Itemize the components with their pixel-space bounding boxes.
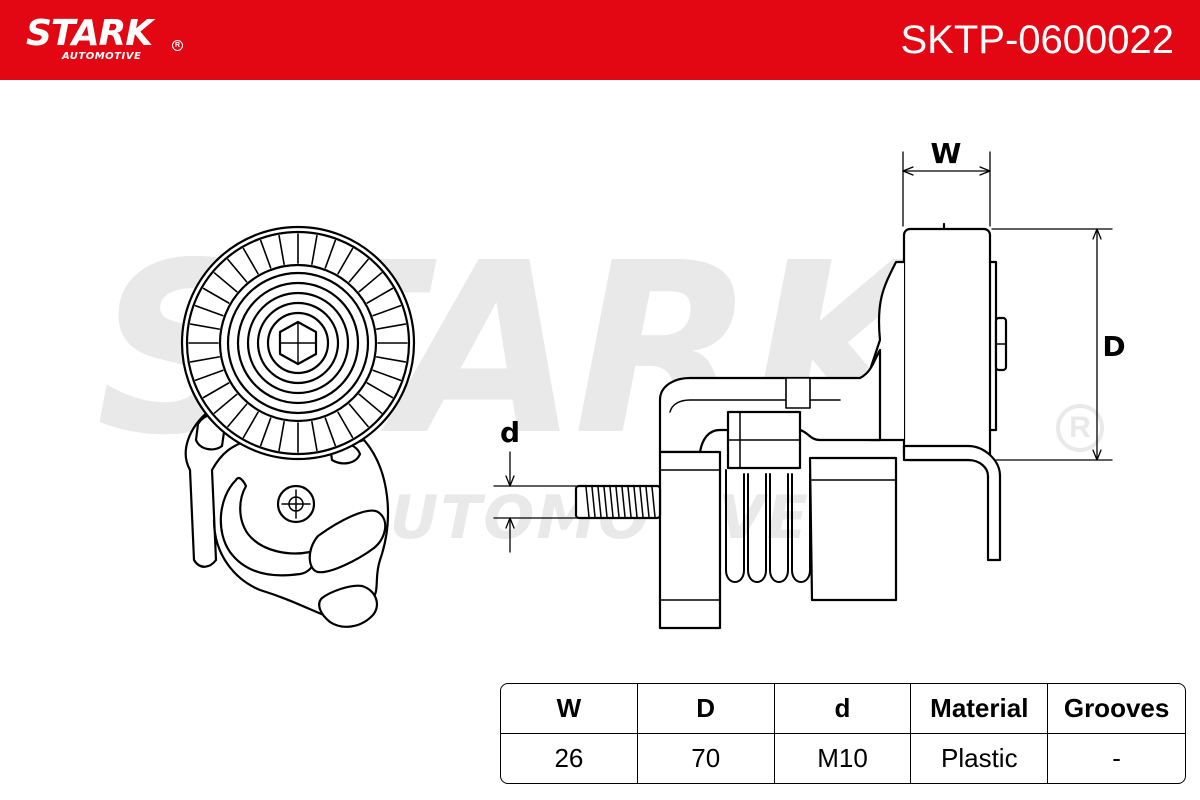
pulley-rib — [311, 234, 318, 266]
pulley-rib — [278, 420, 285, 452]
stud-thread — [585, 486, 590, 518]
label-w: W — [931, 137, 962, 170]
pulley-rib — [337, 247, 354, 275]
specs-table: W D d Material Grooves 26 70 M10 Plastic… — [500, 683, 1186, 784]
dimension-w — [902, 151, 991, 227]
front-view — [180, 225, 416, 628]
pulley-rib — [348, 403, 369, 428]
value-d-small: M10 — [775, 734, 912, 783]
logo-text: STARK — [26, 13, 153, 54]
value-w: 26 — [501, 734, 638, 783]
header-bar: STARK AUTOMOTIVE R SKTP-0600022 — [0, 0, 1200, 80]
dimension-d-bolt — [493, 451, 661, 553]
specs-header-row: W D d Material Grooves — [501, 684, 1185, 734]
pulley-rib — [348, 258, 369, 283]
pulley-rib — [202, 287, 230, 304]
pulley-rib — [324, 417, 337, 447]
stud-thread — [615, 486, 620, 518]
stud-thread — [591, 486, 596, 518]
header-d: D — [637, 684, 775, 734]
pulley-rib — [366, 382, 394, 399]
technical-drawing: W D d — [180, 137, 1126, 630]
value-d: 70 — [638, 734, 775, 783]
mount-bracket — [902, 444, 1002, 562]
pulley-rib — [213, 393, 238, 414]
pulley-rib — [242, 411, 259, 439]
arm-tab — [308, 509, 387, 574]
stud-thread — [609, 486, 614, 518]
pulley-rib — [259, 239, 272, 269]
pulley-rib — [278, 234, 285, 266]
header-w: W — [501, 684, 638, 734]
stud-thread — [651, 486, 656, 518]
pulley-rib — [242, 247, 259, 275]
stud-thread — [603, 486, 608, 518]
pulley-rib — [375, 323, 407, 330]
spring-housing — [658, 450, 722, 630]
label-d-outer: D — [1102, 330, 1125, 363]
pulley-rib — [189, 323, 221, 330]
header-material: Material — [911, 684, 1049, 734]
pulley-rib — [227, 403, 248, 428]
label-d-bolt: d — [500, 416, 520, 449]
watermark-registered-icon: R — [1056, 404, 1104, 452]
value-grooves: - — [1112, 743, 1121, 773]
pulley-rib — [194, 304, 224, 317]
spring-housing-right — [808, 456, 898, 602]
pulley-rib — [202, 382, 230, 399]
stud-thread — [621, 486, 626, 518]
stud-thread — [645, 486, 650, 518]
pulley-rib — [311, 420, 318, 452]
logo-subtext: AUTOMOTIVE — [62, 51, 142, 62]
pulley-rib — [375, 356, 407, 363]
header-d-small: d — [774, 684, 912, 734]
pulley-rib — [189, 356, 221, 363]
stark-logo: STARK AUTOMOTIVE — [26, 13, 153, 63]
pulley-rib — [259, 417, 272, 447]
pulley-icon — [180, 225, 416, 461]
arm-lower-tab — [318, 584, 379, 628]
pulley-rib — [194, 369, 224, 382]
pulley-rib — [372, 369, 402, 382]
stud-thread — [639, 486, 644, 518]
pulley-rib — [372, 304, 402, 317]
part-number: SKTP-0600022 — [900, 18, 1174, 62]
stud-thread — [627, 486, 632, 518]
value-material: Plastic — [911, 734, 1049, 783]
header-grooves: Grooves — [1048, 684, 1185, 734]
pulley-rib — [227, 258, 248, 283]
pulley-rib — [337, 411, 354, 439]
registered-mark-icon: R — [172, 40, 183, 51]
spring-coils-icon — [725, 469, 811, 583]
pulley-rib — [213, 272, 238, 293]
pulley-rib — [324, 239, 337, 269]
side-arm — [658, 348, 882, 454]
pulley-rib — [358, 272, 383, 293]
specs-value-row: 26 70 M10 Plastic - — [501, 734, 1185, 783]
pulley-side — [902, 227, 992, 462]
dimension-d-outer — [991, 228, 1113, 461]
pulley-rib — [358, 393, 383, 414]
side-view — [574, 222, 1008, 630]
stud-thread — [597, 486, 602, 518]
stud-thread — [633, 486, 638, 518]
pulley-rib — [366, 287, 394, 304]
